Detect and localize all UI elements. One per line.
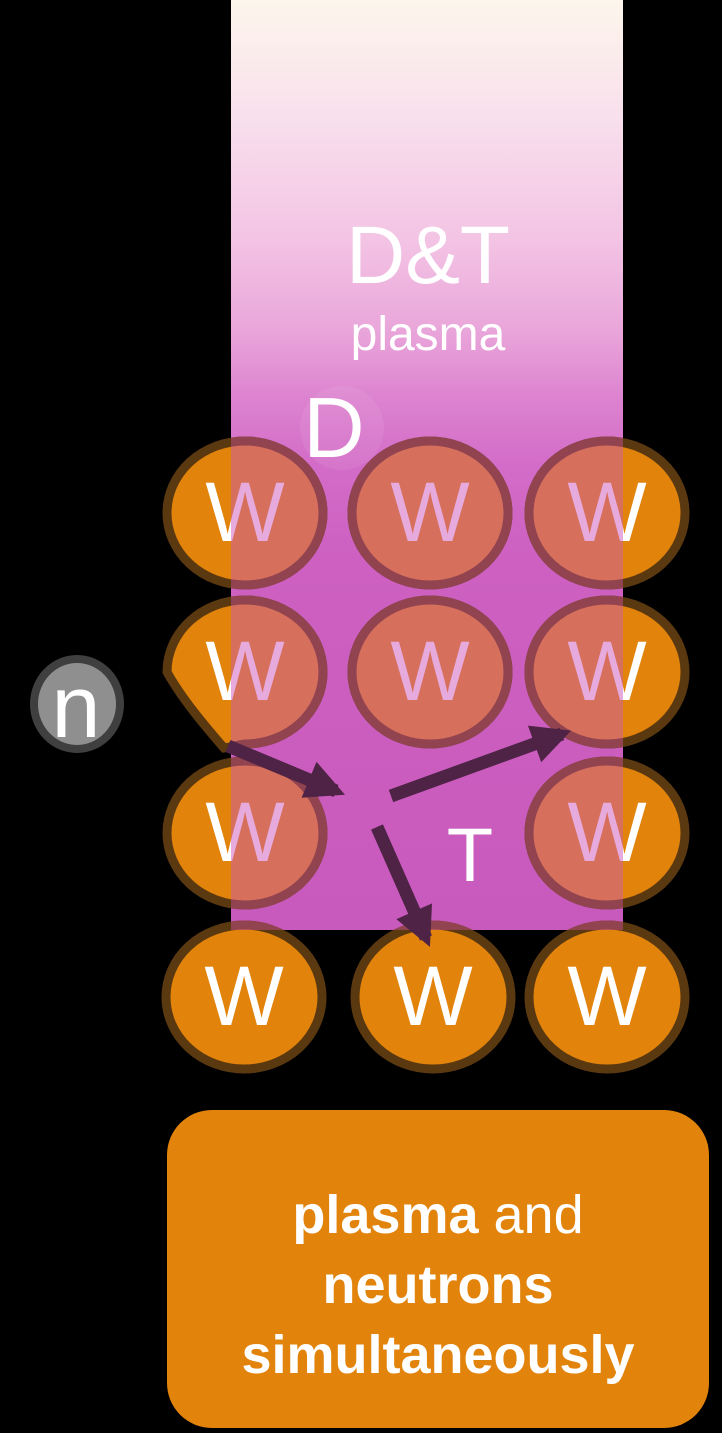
deuterium-label: D [303,381,364,476]
collision-cascade-arrows [225,725,572,947]
plasma-subtitle: plasma [351,308,506,361]
cascade-arrow-down [371,824,433,947]
tungsten-atom-label-in-plasma: W [205,465,284,559]
cascade-arrow-up-right [388,725,572,803]
tungsten-atom-in-plasma [231,436,328,590]
caption-box [167,1110,709,1428]
caption-line-1-bold: plasma [292,1185,479,1245]
tungsten-atom-label-in-plasma: W [390,624,469,718]
caption-line-1: plasma and [292,1185,583,1245]
tungsten-atom-label-in-plasma: W [205,785,284,879]
tungsten-atom-in-plasma [347,595,513,749]
tungsten-atom-label: W [567,949,646,1043]
tungsten-atom-in-plasma [524,756,623,910]
cascade-arrow-knockon [225,740,345,798]
tungsten-atom-label: W [204,949,283,1043]
tungsten-atom-in-plasma [524,436,623,590]
tungsten-atom-in-plasma [231,920,284,930]
tungsten-atom-label-in-plasma: W [567,465,646,559]
tungsten-atom-in-plasma [231,756,328,910]
caption-line-1-regular: and [479,1185,584,1245]
tritium-label: T [447,813,493,898]
tungsten-atom-in-plasma [347,436,513,590]
caption-text: plasma and neutrons simultaneously [241,1185,634,1385]
tungsten-atom-in-plasma [524,595,623,749]
tungsten-atom-label-in-plasma: W [567,624,646,718]
tungsten-atom-label-in-plasma: W [390,465,469,559]
plasma-title: D&T [346,210,510,301]
tungsten-lattice-in-plasma: W W W W W W W W W W W [205,436,646,930]
tungsten-atom-in-plasma [567,920,623,930]
caption-line-3: simultaneously [241,1325,634,1385]
tungsten-atom-label: W [393,949,472,1043]
caption-line-2: neutrons [322,1255,553,1315]
tungsten-atom-recoiling-in-plasma [231,595,328,752]
neutron-particle [30,655,124,753]
tungsten-atom-label-in-plasma: W [567,785,646,879]
tungsten-atom-label-in-plasma: W [205,624,284,718]
neutron-label: n [52,657,101,756]
deuterium-ion-bubble [300,386,384,470]
